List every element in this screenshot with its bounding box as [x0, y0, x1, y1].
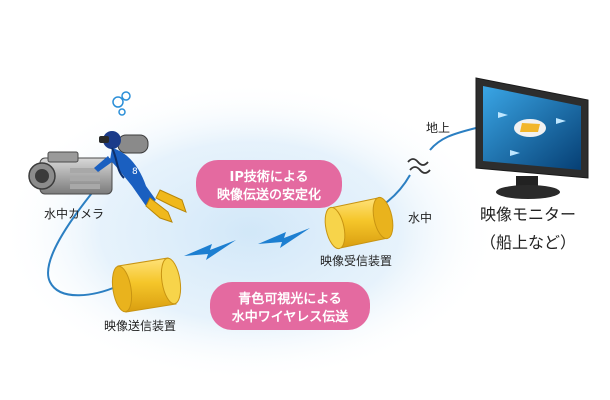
water-area — [0, 82, 500, 382]
transmitter-device — [110, 257, 184, 313]
svg-text:8: 8 — [132, 167, 138, 177]
callout-ip: IP技術による 映像伝送の安定化 — [196, 160, 342, 208]
label-underwater: 水中 — [408, 210, 432, 225]
label-camera: 水中カメラ — [44, 206, 104, 221]
callout-light-line2: 水中ワイヤレス伝送 — [232, 309, 350, 325]
label-transmitter: 映像送信装置 — [104, 318, 176, 333]
label-monitor: 映像モニター — [480, 205, 576, 224]
monitor-icon — [476, 78, 588, 199]
callout-ip-line1: IP技術による — [230, 169, 309, 185]
label-receiver: 映像受信装置 — [320, 254, 392, 268]
callout-light: 青色可視光による 水中ワイヤレス伝送 — [210, 282, 370, 330]
callout-ip-line2: 映像伝送の安定化 — [217, 187, 321, 203]
label-ground: 地上 — [426, 121, 450, 135]
callout-light-line1: 青色可視光による — [238, 291, 342, 307]
label-monitor-location: （船上など） — [480, 233, 576, 252]
